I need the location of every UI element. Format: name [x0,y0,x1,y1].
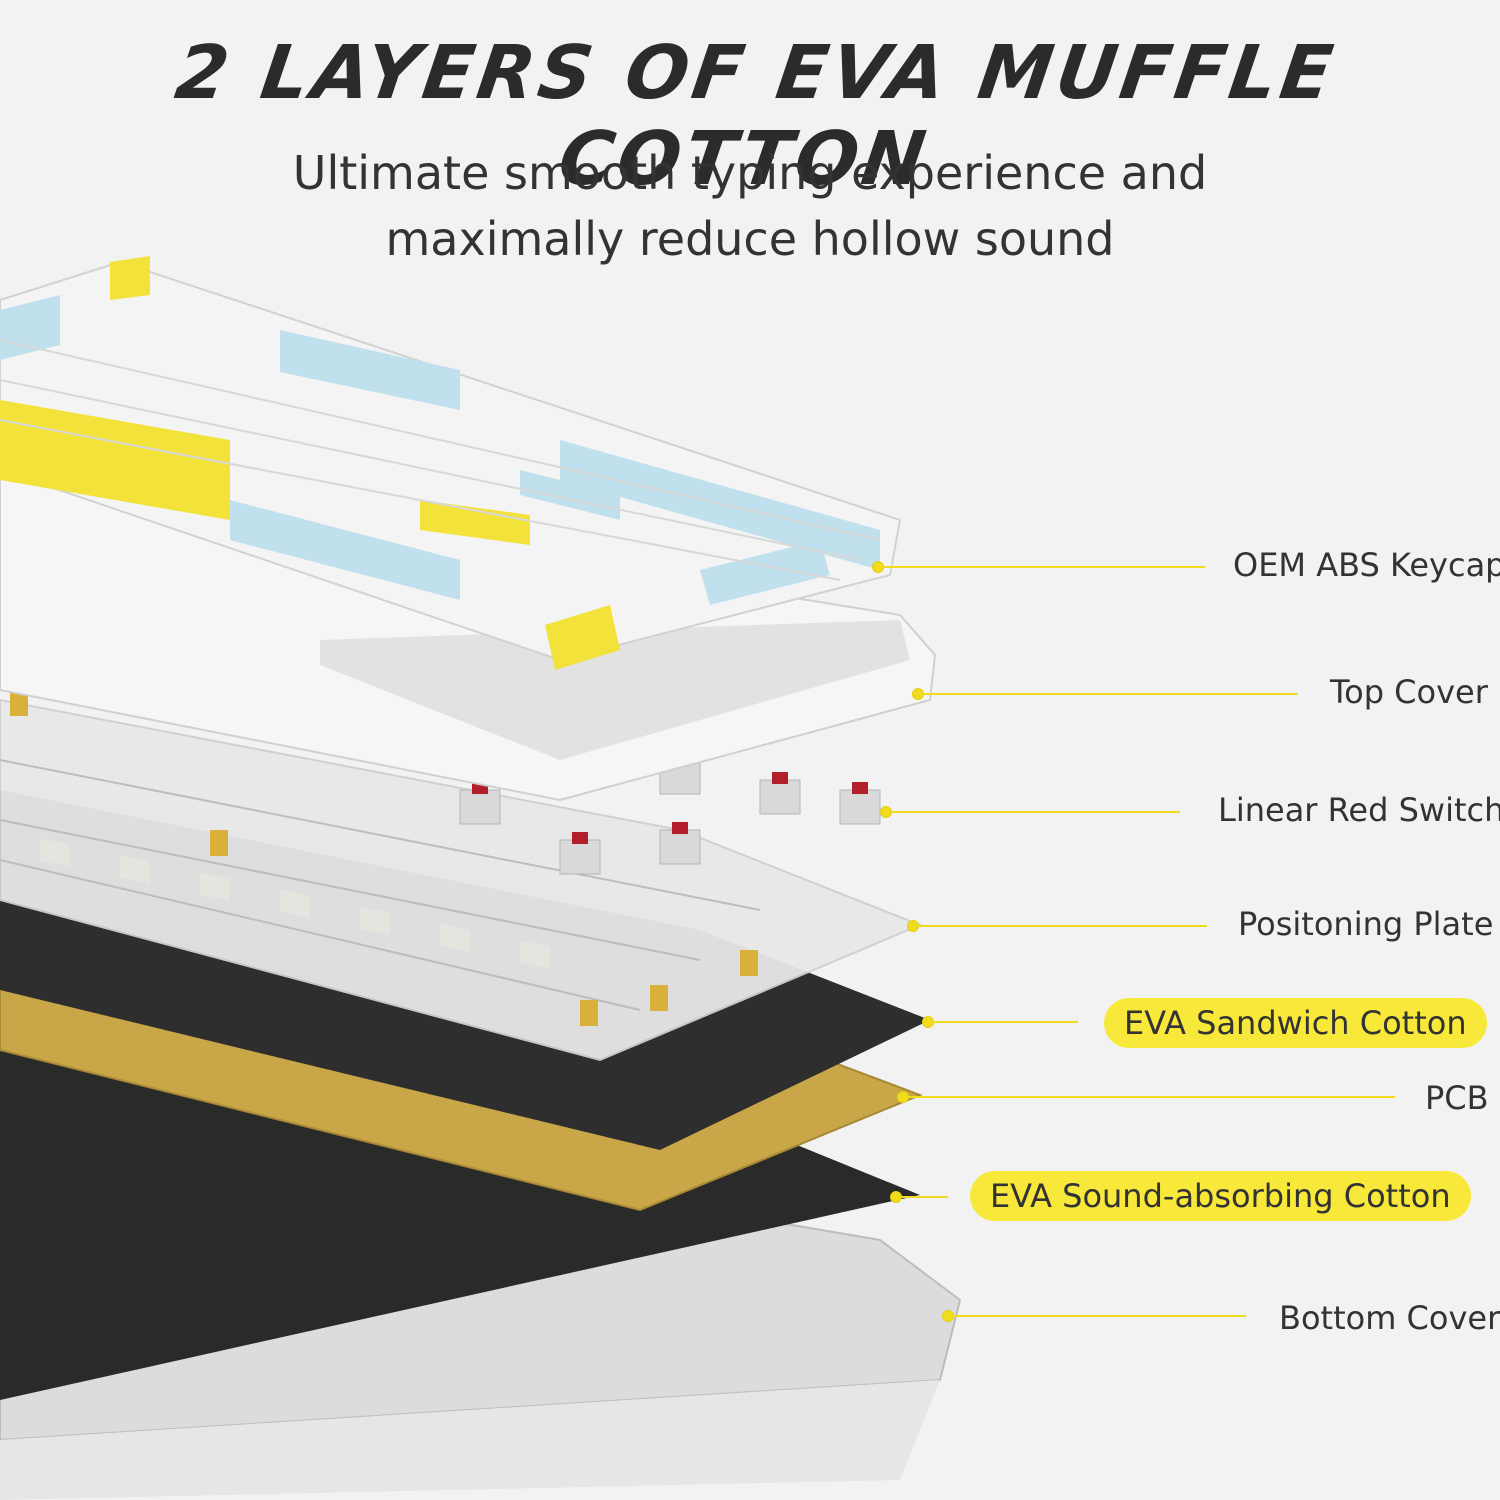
page-subtitle: Ultimate smooth typing experience and ma… [0,140,1500,272]
layer-label: Top Cover [1330,673,1488,711]
positioning-plate-shape [0,698,923,1062]
leader-line [915,925,1207,927]
plate-grid [0,759,761,1011]
leader-line [905,1096,1395,1098]
layer-label: Positoning Plate [1238,905,1494,943]
layer-label: Linear Red Switch [1218,791,1500,829]
leader-line [880,566,1205,568]
leader-line [888,811,1180,813]
leader-line [950,1315,1246,1317]
layer-label: OEM ABS Keycap [1233,546,1500,584]
leader-line [930,1021,1078,1023]
layer-label: PCB [1425,1079,1489,1117]
layer-label: Bottom Cover [1279,1299,1500,1337]
top-cover-tray [320,620,910,760]
keycap-accents [0,256,880,670]
leader-line [920,693,1298,695]
subtitle-line-1: Ultimate smooth typing experience and [292,146,1208,200]
layer-label: EVA Sandwich Cotton [1104,998,1487,1048]
keycap-grid-lines [0,339,881,581]
leader-line [898,1196,948,1198]
layer-label: EVA Sound-absorbing Cotton [970,1171,1471,1221]
bottom-cover-shadow [0,1380,940,1500]
subtitle-line-2: maximally reduce hollow sound [385,212,1115,266]
